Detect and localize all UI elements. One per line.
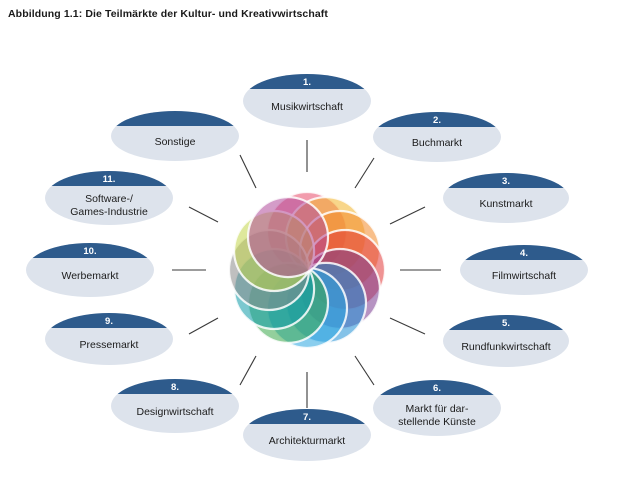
- node-label: Architekturmarkt: [269, 435, 346, 447]
- connector-line: [188, 317, 219, 335]
- node-number: 7.: [303, 412, 311, 423]
- submarket-node: 9. Pressemarkt: [45, 313, 173, 365]
- node-number: 6.: [433, 383, 441, 394]
- node-header-band: [373, 112, 501, 127]
- submarket-node: 7. Architekturmarkt: [243, 409, 371, 461]
- connector-line: [354, 355, 375, 386]
- node-number: 5.: [502, 318, 510, 329]
- submarket-node: 5. Rundfunkwirtschaft: [443, 315, 569, 367]
- node-label: Rundfunkwirtschaft: [461, 341, 550, 353]
- connector-lines: [172, 140, 441, 408]
- submarket-node: Sonstige: [111, 111, 239, 161]
- node-label: Pressemarkt: [80, 339, 139, 351]
- node-header-band: [443, 173, 569, 188]
- node-label: Sonstige: [155, 136, 196, 148]
- node-label: Designwirtschaft: [136, 406, 213, 418]
- submarket-node: 4. Filmwirtschaft: [460, 245, 588, 295]
- connector-line: [239, 154, 257, 189]
- node-label: Software-/: [85, 193, 133, 205]
- node-label: Filmwirtschaft: [492, 270, 556, 282]
- figure-title: Abbildung 1.1: Die Teilmärkte der Kultur…: [8, 8, 328, 20]
- node-label: Musikwirtschaft: [271, 101, 343, 113]
- flower-petal: [246, 195, 330, 279]
- node-header-band: [243, 74, 371, 89]
- node-header-band: [111, 111, 239, 126]
- node-label: Werbemarkt: [62, 270, 119, 282]
- connector-line: [188, 206, 219, 223]
- submarket-node: 1. Musikwirtschaft: [243, 74, 371, 128]
- center-flower-graphic: [227, 190, 387, 350]
- submarket-node: 6. Markt für dar-stellende Künste: [373, 380, 501, 436]
- submarket-node: 3. Kunstmarkt: [443, 173, 569, 223]
- node-label: Buchmarkt: [412, 137, 462, 149]
- connector-line: [389, 317, 426, 335]
- submarket-node: 10. Werbemarkt: [26, 243, 154, 297]
- node-header-band: [243, 409, 371, 424]
- connector-line: [389, 206, 426, 225]
- node-number: 3.: [502, 176, 510, 187]
- node-number: 10.: [83, 246, 96, 257]
- submarket-node: 2. Buchmarkt: [373, 112, 501, 162]
- node-label: stellende Künste: [398, 416, 476, 428]
- node-header-band: [460, 245, 588, 260]
- node-number: 2.: [433, 115, 441, 126]
- node-number: 8.: [171, 382, 179, 393]
- connector-line: [354, 157, 375, 189]
- node-header-band: [26, 243, 154, 258]
- node-header-band: [111, 379, 239, 394]
- connector-line: [239, 355, 257, 386]
- node-label: Games-Industrie: [70, 206, 148, 218]
- node-number: 1.: [303, 77, 311, 88]
- node-header-band: [45, 171, 173, 186]
- submarket-node: 8. Designwirtschaft: [111, 379, 239, 433]
- node-number: 9.: [105, 316, 113, 327]
- submarket-nodes: 1. Musikwirtschaft 2. Buchmarkt 3. Kunstmarkt…: [26, 74, 588, 461]
- node-header-band: [45, 313, 173, 328]
- submarket-node: 11. Software-/Games-Industrie: [45, 171, 173, 225]
- node-number: 4.: [520, 248, 528, 259]
- node-header-band: [443, 315, 569, 330]
- node-label: Markt für dar-: [405, 403, 469, 415]
- node-label: Kunstmarkt: [479, 198, 532, 210]
- node-number: 11.: [103, 174, 116, 185]
